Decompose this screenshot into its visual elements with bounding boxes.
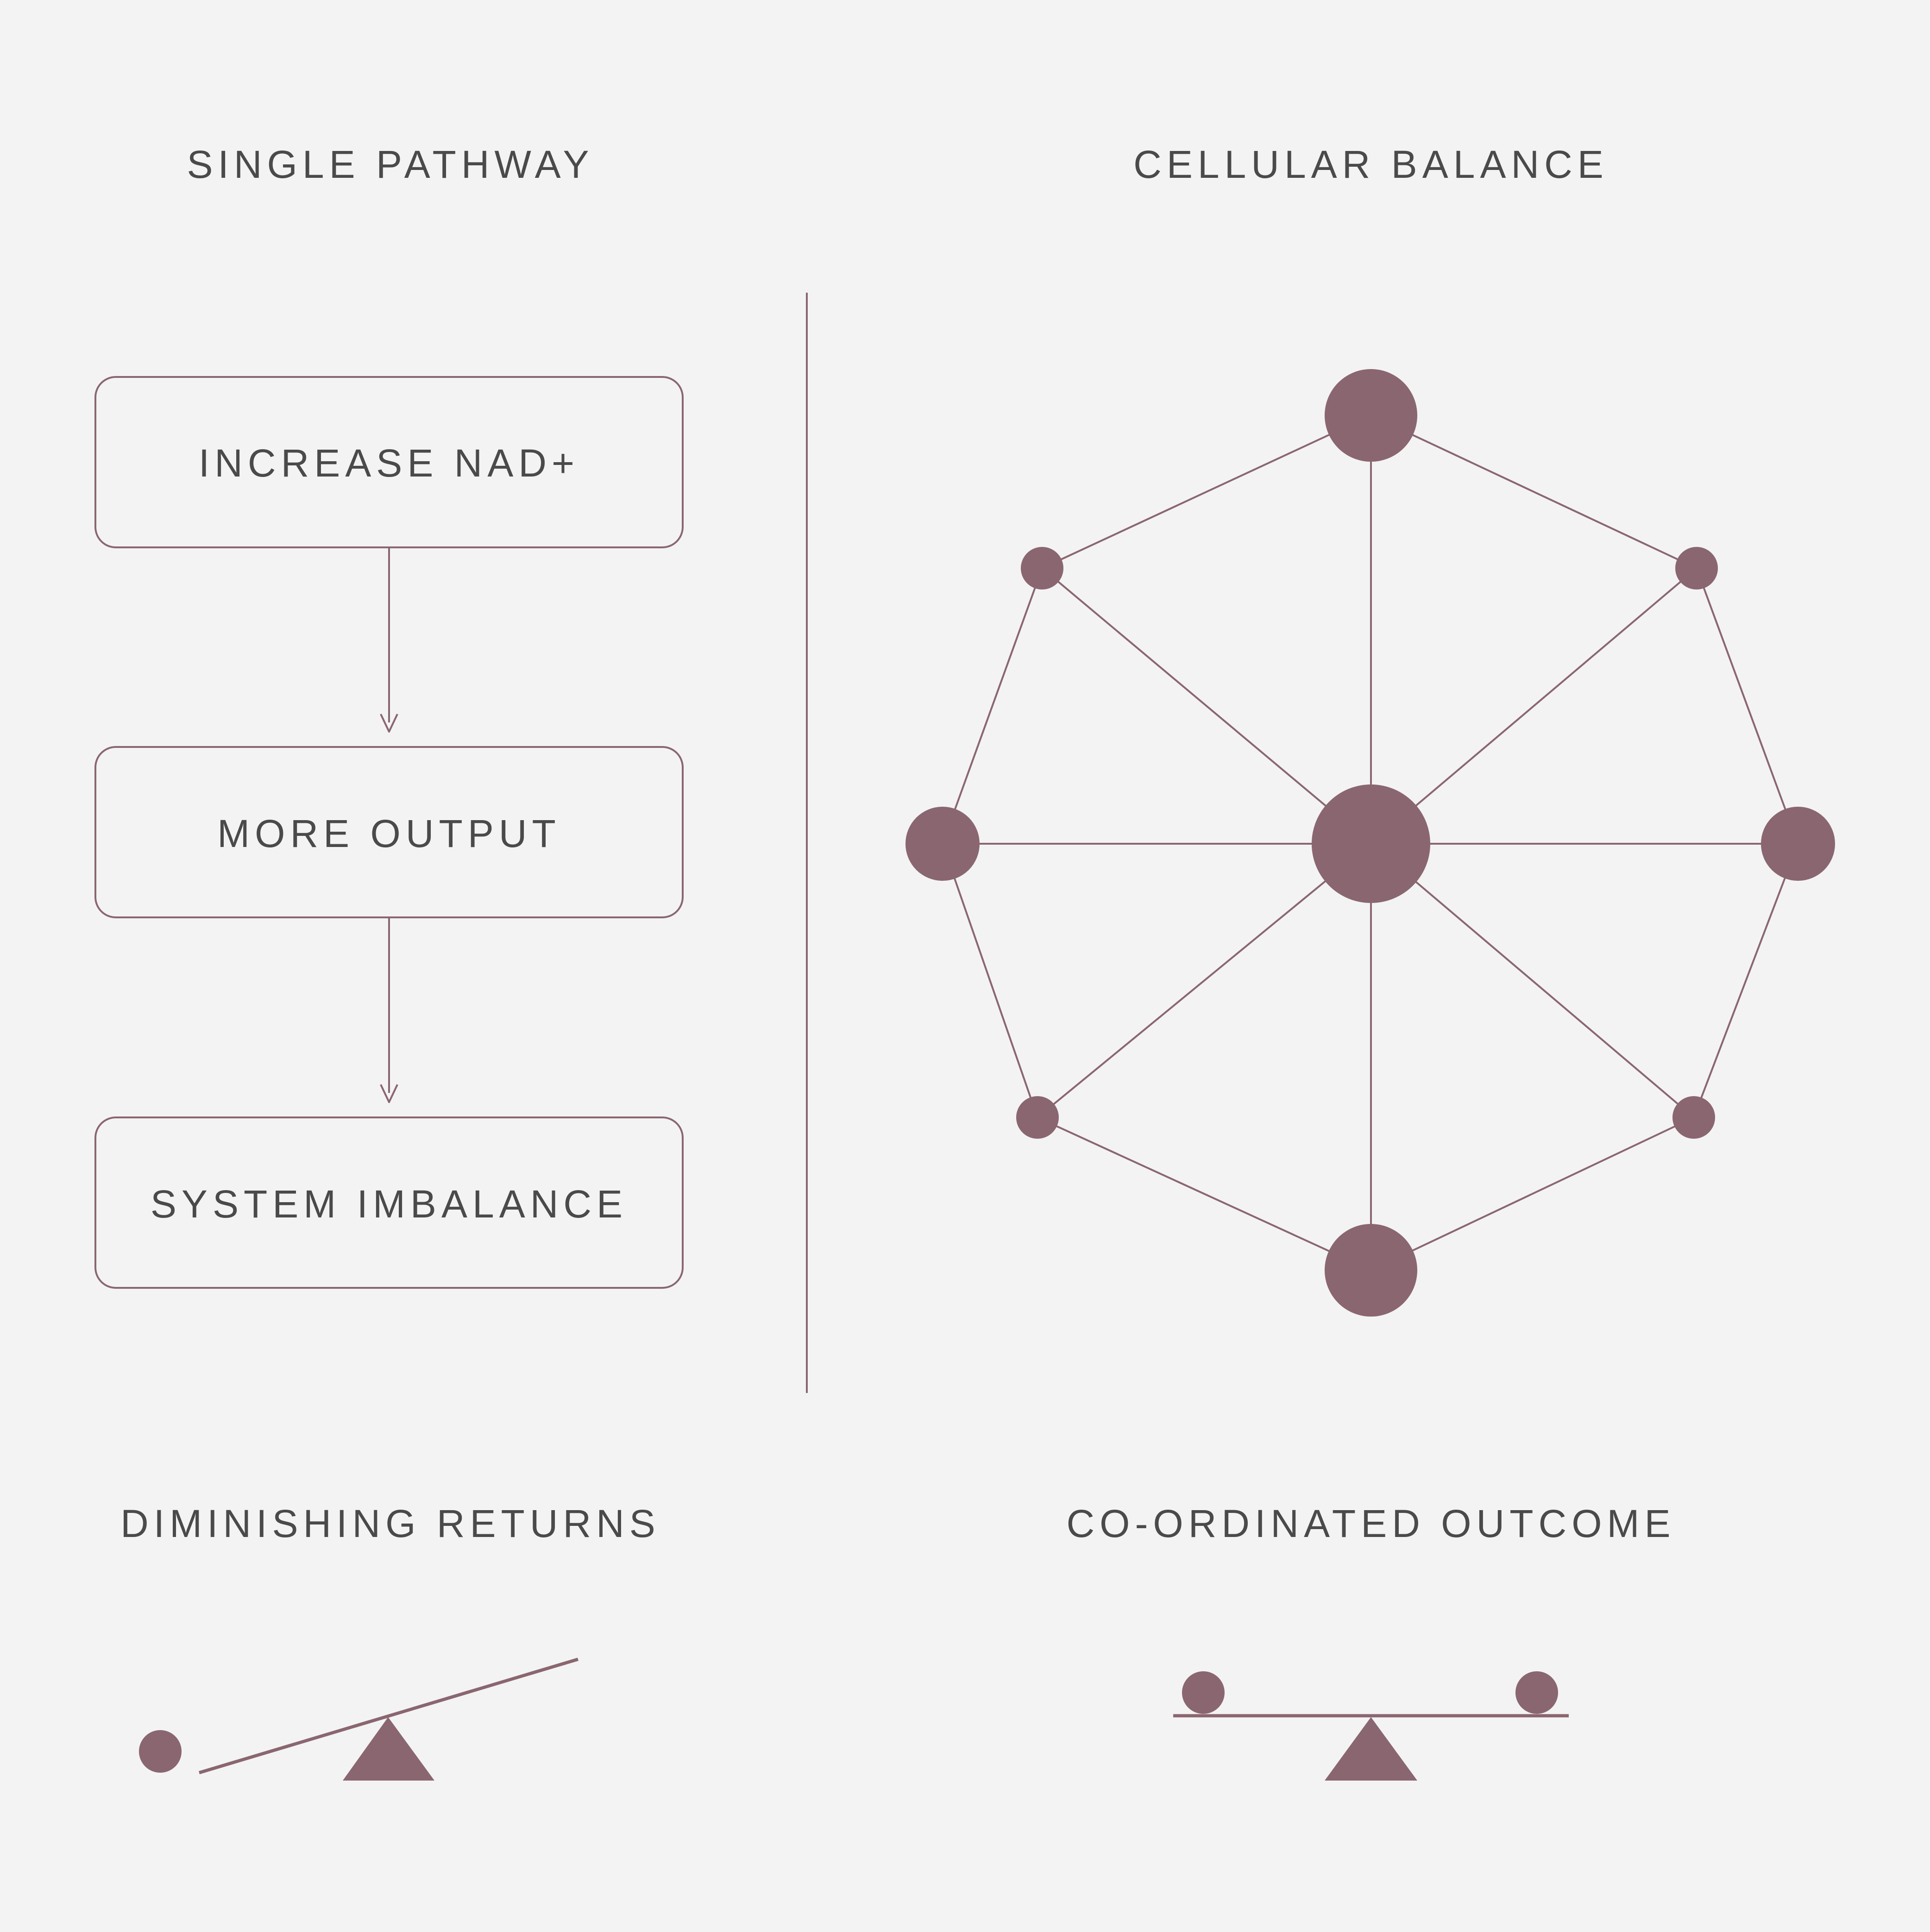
network-node-right <box>1761 807 1835 881</box>
flow-step-3-label: SYSTEM IMBALANCE <box>151 1182 628 1226</box>
network-edge <box>1693 843 1799 1118</box>
coordinated-outcome-label: CO-ORDINATED OUTCOME <box>1066 1502 1675 1545</box>
network-node-bottom-left <box>1016 1096 1059 1139</box>
seesaw-beam <box>198 1657 579 1775</box>
network-node-bottom <box>1325 1224 1417 1317</box>
flow-arrow-1-head <box>380 714 398 733</box>
seesaw-weight <box>139 1730 182 1773</box>
network-edge <box>1370 1117 1694 1271</box>
seesaw-fulcrum <box>1325 1717 1417 1781</box>
network-edges <box>942 414 1799 1271</box>
network-edge <box>1696 568 1799 844</box>
flow-step-1-label: INCREASE NAD+ <box>199 441 579 485</box>
network-node-left <box>905 807 980 881</box>
network-node-bottom-right <box>1672 1096 1715 1139</box>
tilted-seesaw-icon <box>139 1657 579 1781</box>
network-spoke <box>1041 567 1372 845</box>
diminishing-returns-label: DIMINISHING RETURNS <box>120 1502 660 1545</box>
network-node-top-left <box>1021 547 1063 590</box>
network-node-top-right <box>1675 547 1718 590</box>
flow-step-3-box <box>94 1117 684 1289</box>
network-edge <box>1042 414 1371 569</box>
network-edge <box>1370 414 1697 569</box>
flow-step-1: INCREASE NAD+ <box>94 376 684 548</box>
network-nodes <box>905 369 1835 1317</box>
network-edge <box>942 843 1038 1118</box>
network-edge <box>1037 1117 1371 1271</box>
seesaw-fulcrum <box>343 1717 434 1781</box>
flow-arrow-2-head <box>380 1084 398 1103</box>
network-edge <box>942 568 1043 844</box>
network-node-top <box>1325 369 1417 462</box>
balanced-seesaw-icon <box>1173 1671 1569 1781</box>
seesaw-weight-right <box>1515 1671 1558 1714</box>
flow-arrow-1 <box>380 547 398 733</box>
network-spoke <box>1037 843 1372 1118</box>
network-node-center <box>1312 784 1430 903</box>
network-spoke <box>1370 843 1695 1118</box>
flow-arrow-2 <box>380 917 398 1103</box>
flow-step-3: SYSTEM IMBALANCE <box>94 1117 684 1289</box>
network-spoke <box>1370 567 1697 845</box>
flow-step-2-label: MORE OUTPUT <box>217 812 561 855</box>
cellular-balance-heading: CELLULAR BALANCE <box>1133 143 1609 186</box>
seesaw-weight-left <box>1182 1671 1225 1714</box>
single-pathway-heading: SINGLE PATHWAY <box>187 143 594 186</box>
flow-step-2: MORE OUTPUT <box>94 746 684 918</box>
